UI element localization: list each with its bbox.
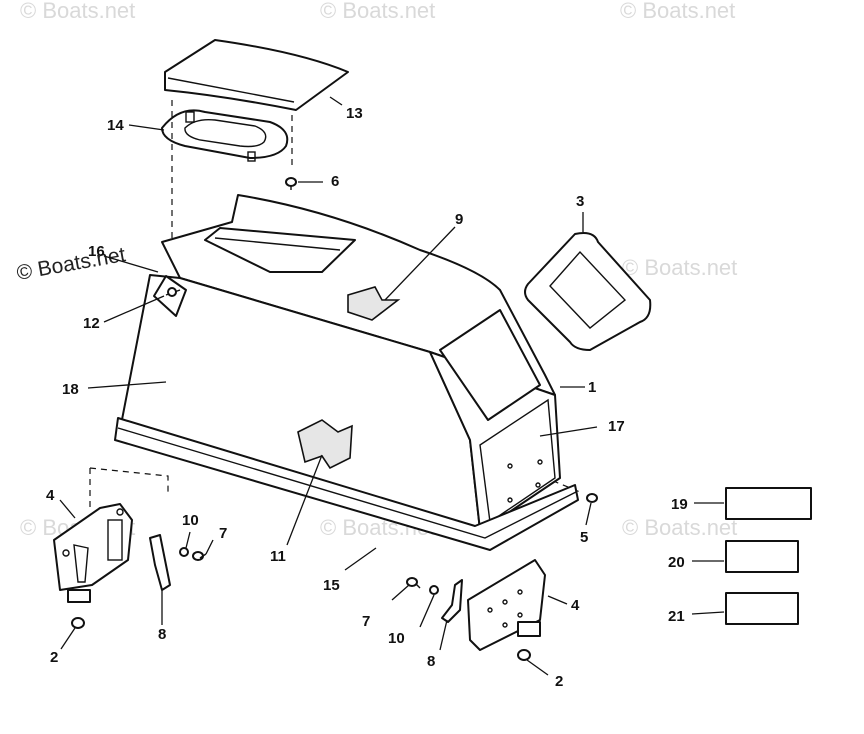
part-4-bracket-left[interactable] [53, 503, 133, 603]
part-2-grommet-left[interactable] [71, 617, 85, 629]
callout-3: 3 [576, 193, 584, 210]
callout-4: 4 [46, 487, 55, 504]
callout-12: 12 [83, 315, 100, 332]
alignment-line [89, 467, 169, 493]
part-12-screw[interactable] [153, 275, 187, 317]
callout-8: 8 [427, 653, 435, 670]
part-10-washer-left[interactable] [179, 547, 189, 557]
watermark: © Boats.net [620, 0, 735, 23]
part-8-clip-right[interactable] [441, 579, 463, 623]
watermark-dark: © Boats.net [15, 243, 128, 285]
callout-2: 2 [50, 649, 58, 666]
part-7-screw-right[interactable] [406, 577, 421, 589]
callout-13: 13 [346, 105, 363, 122]
callout-11: 11 [270, 548, 286, 565]
part-8-clip-left[interactable] [149, 534, 171, 591]
part-14-intake-grille[interactable] [161, 109, 289, 162]
watermark: © Boats.net [622, 515, 737, 540]
callout-4: 4 [571, 597, 580, 614]
part-18-motor-cover[interactable] [114, 194, 579, 551]
callout-17: 17 [608, 418, 625, 435]
part-4-bracket-right[interactable] [467, 559, 546, 651]
callout-2: 2 [555, 673, 563, 690]
callout-5: 5 [580, 529, 588, 546]
callout-15: 15 [323, 577, 340, 594]
part-5-fastener[interactable] [586, 493, 598, 503]
part-20-decal-box[interactable] [725, 540, 799, 573]
callout-6: 6 [331, 173, 339, 190]
part-3-window-trim[interactable] [524, 232, 652, 351]
part-9-decal[interactable] [347, 286, 401, 321]
callout-16: 16 [88, 243, 105, 260]
part-19-decal-box[interactable] [725, 487, 812, 520]
callout-7: 7 [362, 613, 370, 630]
callout-21: 21 [668, 608, 685, 625]
callout-10: 10 [182, 512, 199, 529]
callout-10: 10 [388, 630, 405, 647]
part-7-screw-left[interactable] [192, 551, 207, 561]
callout-19: 19 [671, 496, 688, 513]
callout-7: 7 [219, 525, 227, 542]
watermark: © Boats.net [20, 0, 135, 23]
callout-14: 14 [107, 117, 124, 134]
watermark: © Boats.net [622, 255, 737, 280]
watermark: © Boats.net [320, 0, 435, 23]
part-10-washer-right[interactable] [429, 585, 439, 595]
callout-18: 18 [62, 381, 79, 398]
leader-lines [59, 96, 725, 676]
part-13-cover-cap[interactable] [164, 39, 349, 111]
part-2-grommet-right[interactable] [517, 649, 531, 661]
part-6-screw[interactable] [285, 177, 297, 190]
callout-9: 9 [455, 211, 463, 228]
part-21-decal-box[interactable] [725, 592, 799, 625]
callout-20: 20 [668, 554, 685, 571]
callouts: 1 2 2 3 4 4 5 6 7 7 8 8 9 10 10 11 12 13… [46, 105, 688, 690]
callout-1: 1 [588, 379, 596, 396]
part-11-decal[interactable] [297, 419, 353, 470]
callout-8: 8 [158, 626, 166, 643]
part-15-seal [114, 417, 579, 551]
